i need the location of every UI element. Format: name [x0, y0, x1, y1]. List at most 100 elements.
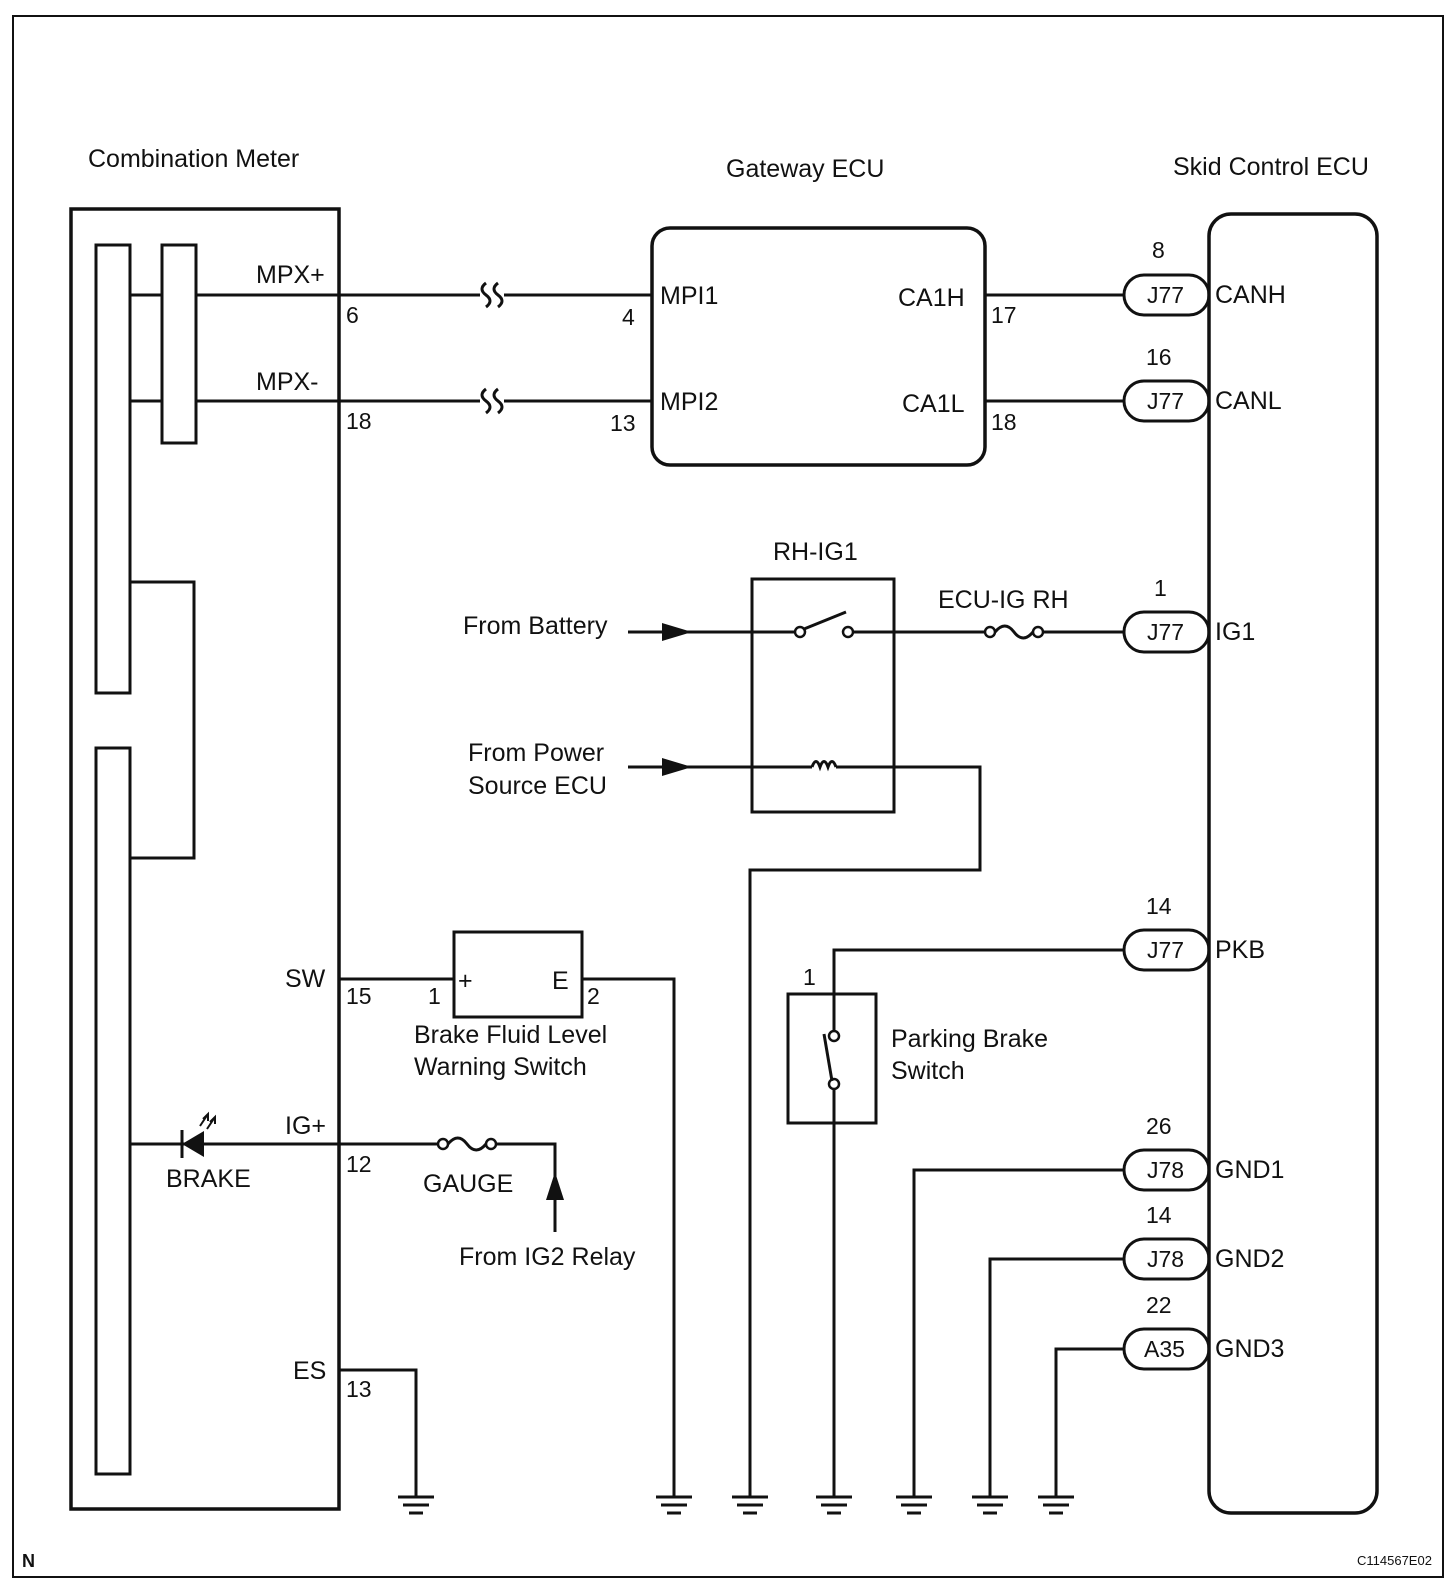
relay-label: RH-IG1 — [773, 538, 858, 566]
skid-connector-label: J77 — [1147, 282, 1184, 308]
skid-connector-label: J77 — [1147, 388, 1184, 414]
skid-terminal-name: CANH — [1215, 281, 1286, 309]
from-ig2-relay-label: From IG2 Relay — [459, 1243, 636, 1271]
brake-lamp-led-icon — [180, 1111, 216, 1158]
ground-wires — [912, 1168, 1124, 1497]
from-power-label: From Power — [468, 739, 604, 767]
skid-terminal-name: PKB — [1215, 936, 1265, 964]
from-battery-label: From Battery — [463, 612, 608, 640]
meter-terminal-name: IG+ — [285, 1112, 326, 1140]
brake-fluid-plus-sign: + — [458, 967, 473, 995]
meter-internal-block-upper — [94, 243, 132, 695]
rh-ig1-relay — [628, 577, 1124, 1497]
ig2-relay-arrow-icon — [546, 1172, 564, 1200]
mpx-bus-wires — [339, 281, 652, 415]
parking-brake-switch — [786, 948, 1124, 1497]
gateway-terminal-pin: 18 — [991, 409, 1017, 435]
skid-control-ecu-title: Skid Control ECU — [1173, 153, 1369, 181]
relay-box — [750, 577, 896, 814]
power-source-arrow-icon — [662, 758, 692, 776]
gauge-circuit — [339, 1136, 564, 1232]
gauge-fuse-icon — [446, 1136, 488, 1152]
brake-fluid-pin-plus: 1 — [428, 983, 441, 1009]
skid-connector-label: A35 — [1144, 1336, 1185, 1362]
ground-symbols — [398, 1495, 1074, 1515]
skid-terminal-pin: 26 — [1146, 1113, 1172, 1139]
skid-terminal-name: IG1 — [1215, 618, 1255, 646]
brake-fluid-e-label: E — [552, 967, 569, 995]
skid-terminal-name: GND1 — [1215, 1156, 1284, 1184]
mpx-interface-block — [160, 243, 198, 445]
battery-arrow-icon — [662, 623, 692, 641]
parking-brake-switch-label: Switch — [891, 1057, 965, 1085]
skid-terminal-pin: 1 — [1154, 575, 1167, 601]
brake-fluid-pin-e: 2 — [587, 983, 600, 1009]
skid-terminal-pin: 14 — [1146, 1202, 1172, 1228]
diagram-frame — [12, 15, 1444, 1578]
combination-meter — [69, 207, 341, 1511]
es-ground-wire — [339, 1368, 418, 1497]
ground-icon — [398, 1495, 434, 1515]
skid-control-ecu-body — [1207, 212, 1379, 1515]
gateway-terminal-name: CA1H — [898, 284, 965, 312]
ground-icon — [896, 1495, 932, 1515]
meter-internal-links — [130, 293, 162, 403]
connector-canh — [1122, 273, 1211, 317]
gateway-ecu-body — [650, 226, 987, 467]
parking-brake-contact-icon — [822, 1033, 834, 1082]
skid-connector-label: J77 — [1147, 937, 1184, 963]
connector-canl — [1122, 379, 1211, 423]
ground-icon — [732, 1495, 768, 1515]
brake-fluid-switch-box — [452, 930, 584, 1019]
gateway-terminal-pin: 17 — [991, 302, 1017, 328]
gateway-ecu-title: Gateway ECU — [726, 155, 884, 183]
parking-brake-switch-label: Parking Brake — [891, 1025, 1048, 1053]
ground-icon — [656, 1495, 692, 1515]
corner-mark: N — [22, 1551, 35, 1571]
meter-terminal-pin: 18 — [346, 408, 372, 434]
relay-contact-icon — [803, 610, 847, 631]
meter-terminal-pin: 12 — [346, 1151, 372, 1177]
skid-connector-label: J78 — [1147, 1246, 1184, 1272]
ground-icon — [816, 1495, 852, 1515]
gateway-terminal-name: MPI1 — [660, 282, 718, 310]
meter-terminal-pin: 15 — [346, 983, 372, 1009]
gateway-terminal-name: CA1L — [902, 390, 965, 418]
brake-fluid-switch-label: Warning Switch — [414, 1053, 587, 1081]
skid-connector-label: J77 — [1147, 619, 1184, 645]
skid-terminal-pin: 14 — [1146, 893, 1172, 919]
skid-terminal-name: CANL — [1215, 387, 1282, 415]
combination-meter-title: Combination Meter — [88, 145, 299, 173]
meter-terminal-name: MPX- — [256, 368, 319, 396]
gateway-terminal-name: MPI2 — [660, 388, 718, 416]
diagram-code: C114567E02 — [1357, 1553, 1432, 1568]
skid-terminal-pin: 8 — [1152, 237, 1165, 263]
parking-brake-switch-box — [786, 992, 878, 1125]
ecu-ig-fuse-label: ECU-IG RH — [938, 586, 1069, 614]
brake-lamp-label: BRAKE — [166, 1165, 251, 1193]
skid-connector-label: J78 — [1147, 1157, 1184, 1183]
gateway-terminal-pin: 13 — [610, 410, 636, 436]
combination-meter-body — [69, 207, 341, 1511]
meter-internal-loop — [130, 580, 196, 860]
ecu-ig-fuse-icon — [993, 624, 1035, 640]
ground-icon — [972, 1495, 1008, 1515]
ground-icon — [1038, 1495, 1074, 1515]
meter-internal-block-lower — [94, 746, 132, 1476]
gateway-terminal-pin: 4 — [622, 304, 635, 330]
can-bus-wires — [985, 293, 1124, 403]
brake-fluid-switch-label: Brake Fluid Level — [414, 1021, 607, 1049]
skid-terminal-pin: 16 — [1146, 344, 1172, 370]
skid-terminal-pin: 22 — [1146, 1292, 1172, 1318]
relay-coil-icon — [810, 760, 838, 772]
meter-terminal-name: SW — [285, 965, 326, 993]
meter-terminal-name: MPX+ — [256, 261, 325, 289]
meter-terminal-pin: 6 — [346, 302, 359, 328]
gauge-fuse-label: GAUGE — [423, 1170, 513, 1198]
brake-fluid-level-switch — [339, 930, 676, 1497]
mpx-internal-wires — [196, 293, 339, 403]
skid-terminal-name: GND2 — [1215, 1245, 1284, 1273]
meter-terminal-pin: 13 — [346, 1376, 372, 1402]
skid-terminal-name: GND3 — [1215, 1335, 1284, 1363]
